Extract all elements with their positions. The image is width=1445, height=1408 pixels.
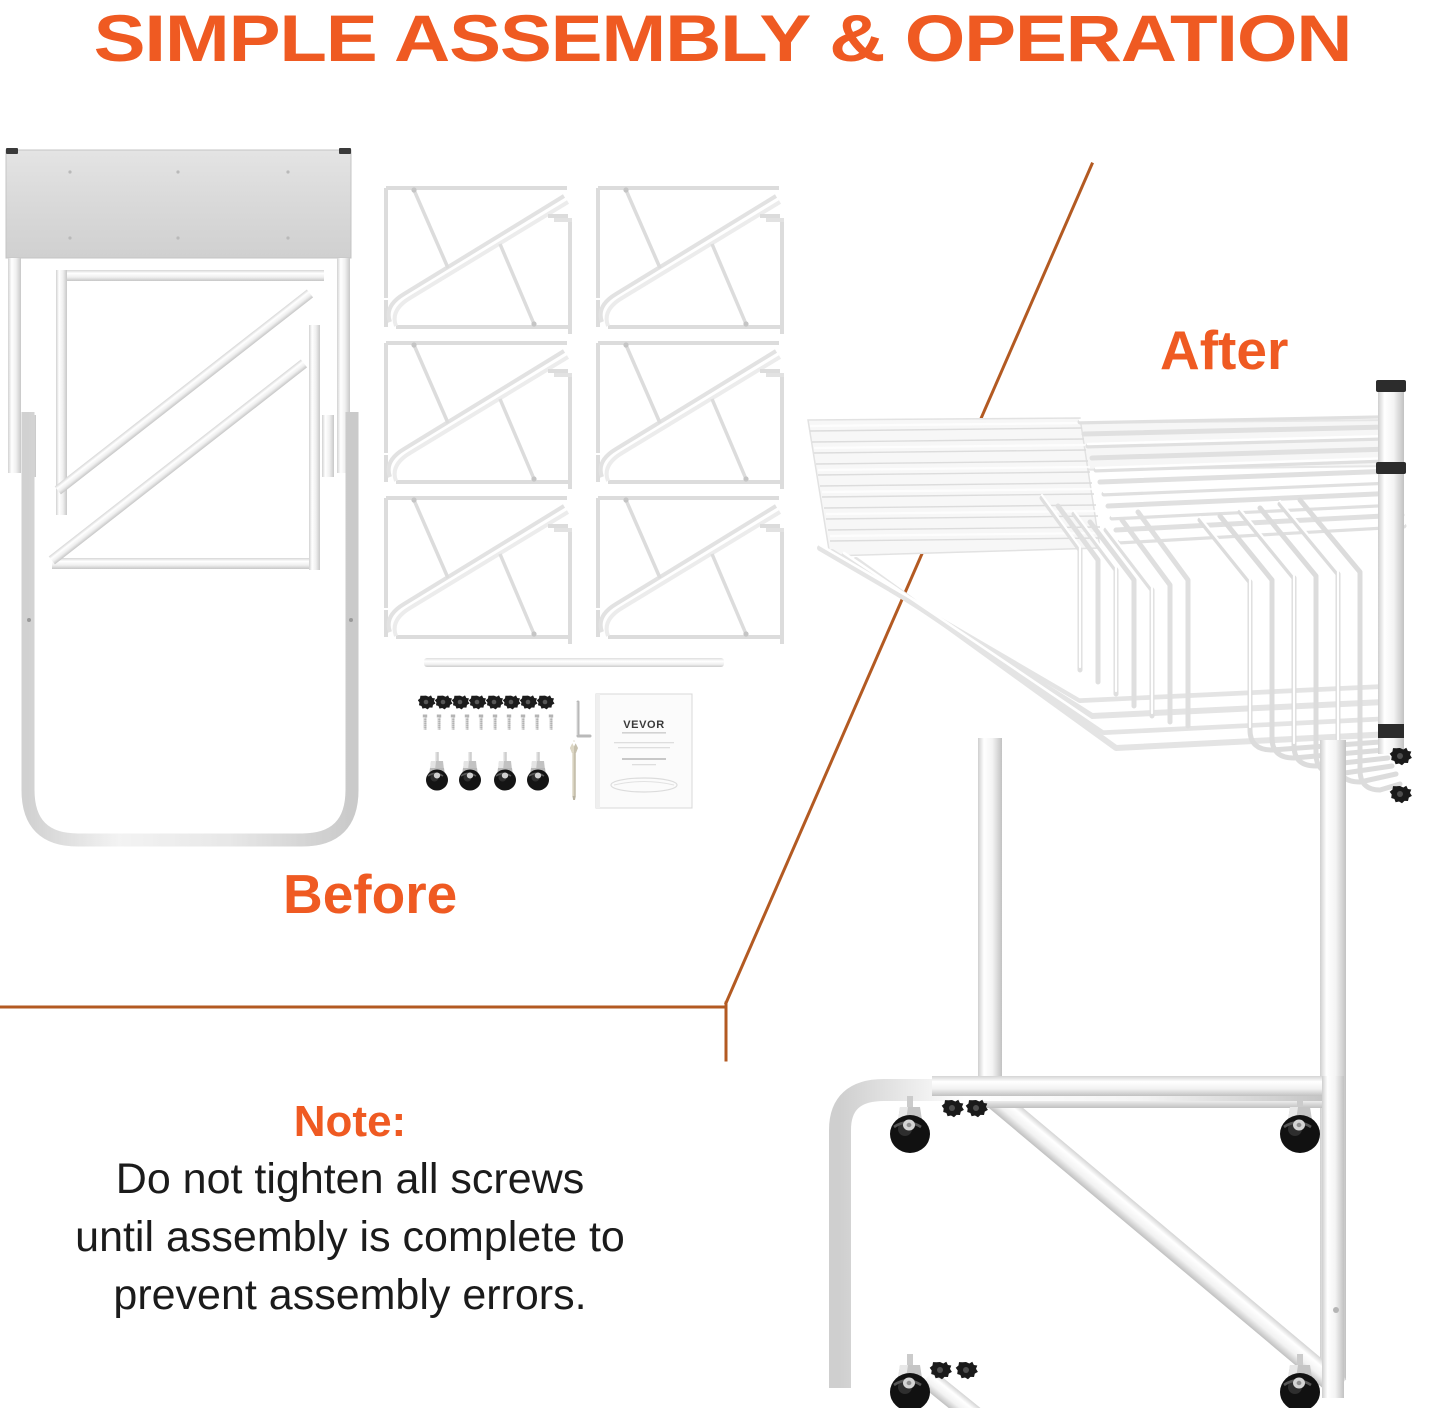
after-label: After xyxy=(1160,319,1289,381)
side-post-left xyxy=(8,258,21,473)
post-cap-top xyxy=(1376,380,1406,392)
screw-row xyxy=(422,714,554,731)
assembled-rack xyxy=(780,370,1445,1408)
adjust-knob xyxy=(1389,747,1412,766)
clamp-front-bars xyxy=(807,417,1103,557)
note-line-2: until assembly is complete to xyxy=(75,1213,625,1261)
brace-assembly-lower xyxy=(48,325,320,570)
cross-braces xyxy=(920,1076,1347,1408)
before-label: Before xyxy=(283,863,458,925)
star-knob-row xyxy=(418,695,555,710)
note-block: Note: Do not tighten all screws until as… xyxy=(0,1094,700,1324)
brace-assembly-upper xyxy=(54,270,324,515)
wire-hanger-bracket xyxy=(596,340,786,491)
long-crossbar xyxy=(424,655,724,673)
note-line-3: prevent assembly errors. xyxy=(113,1271,587,1319)
wire-hanger-bracket xyxy=(596,495,786,646)
wire-hanger-bracket xyxy=(384,340,574,491)
post-collar-lower xyxy=(1378,724,1404,738)
wire-hanger-bracket xyxy=(596,185,786,336)
clamp-fan-rails xyxy=(1077,412,1407,545)
wrench xyxy=(570,740,578,800)
base-knob-group xyxy=(929,1099,988,1380)
upright-post-right xyxy=(1376,380,1406,754)
leg-upper-left xyxy=(978,738,1002,1088)
post-collar xyxy=(1376,462,1406,474)
caster-row xyxy=(425,751,550,792)
flat-pack-frame-group xyxy=(0,140,380,850)
short-post-right xyxy=(322,415,334,477)
rack-caster-group xyxy=(888,1094,1322,1408)
page-title: SIMPLE ASSEMBLY & OPERATION xyxy=(93,1,1353,75)
allen-key xyxy=(576,700,592,738)
rack-caster xyxy=(888,1094,932,1155)
wire-hanger-bracket xyxy=(384,185,574,336)
backing-panel xyxy=(5,148,352,259)
wire-bracket-grid xyxy=(382,182,792,652)
rack-caster xyxy=(888,1352,932,1408)
manual-brand-text: VEVOR xyxy=(623,719,665,731)
adjust-knob xyxy=(1389,785,1412,804)
u-base-tube xyxy=(21,412,359,847)
clamp-arms xyxy=(817,493,1403,793)
hardware-kit: VEVOR xyxy=(418,692,708,810)
note-title: Note: xyxy=(293,1097,407,1146)
rack-legs xyxy=(978,738,1346,1380)
hanger-clamp-stack xyxy=(807,412,1407,793)
wire-hanger-bracket xyxy=(384,495,574,646)
manual-booklet: VEVOR xyxy=(595,693,693,809)
note-line-1: Do not tighten all screws xyxy=(115,1155,585,1203)
